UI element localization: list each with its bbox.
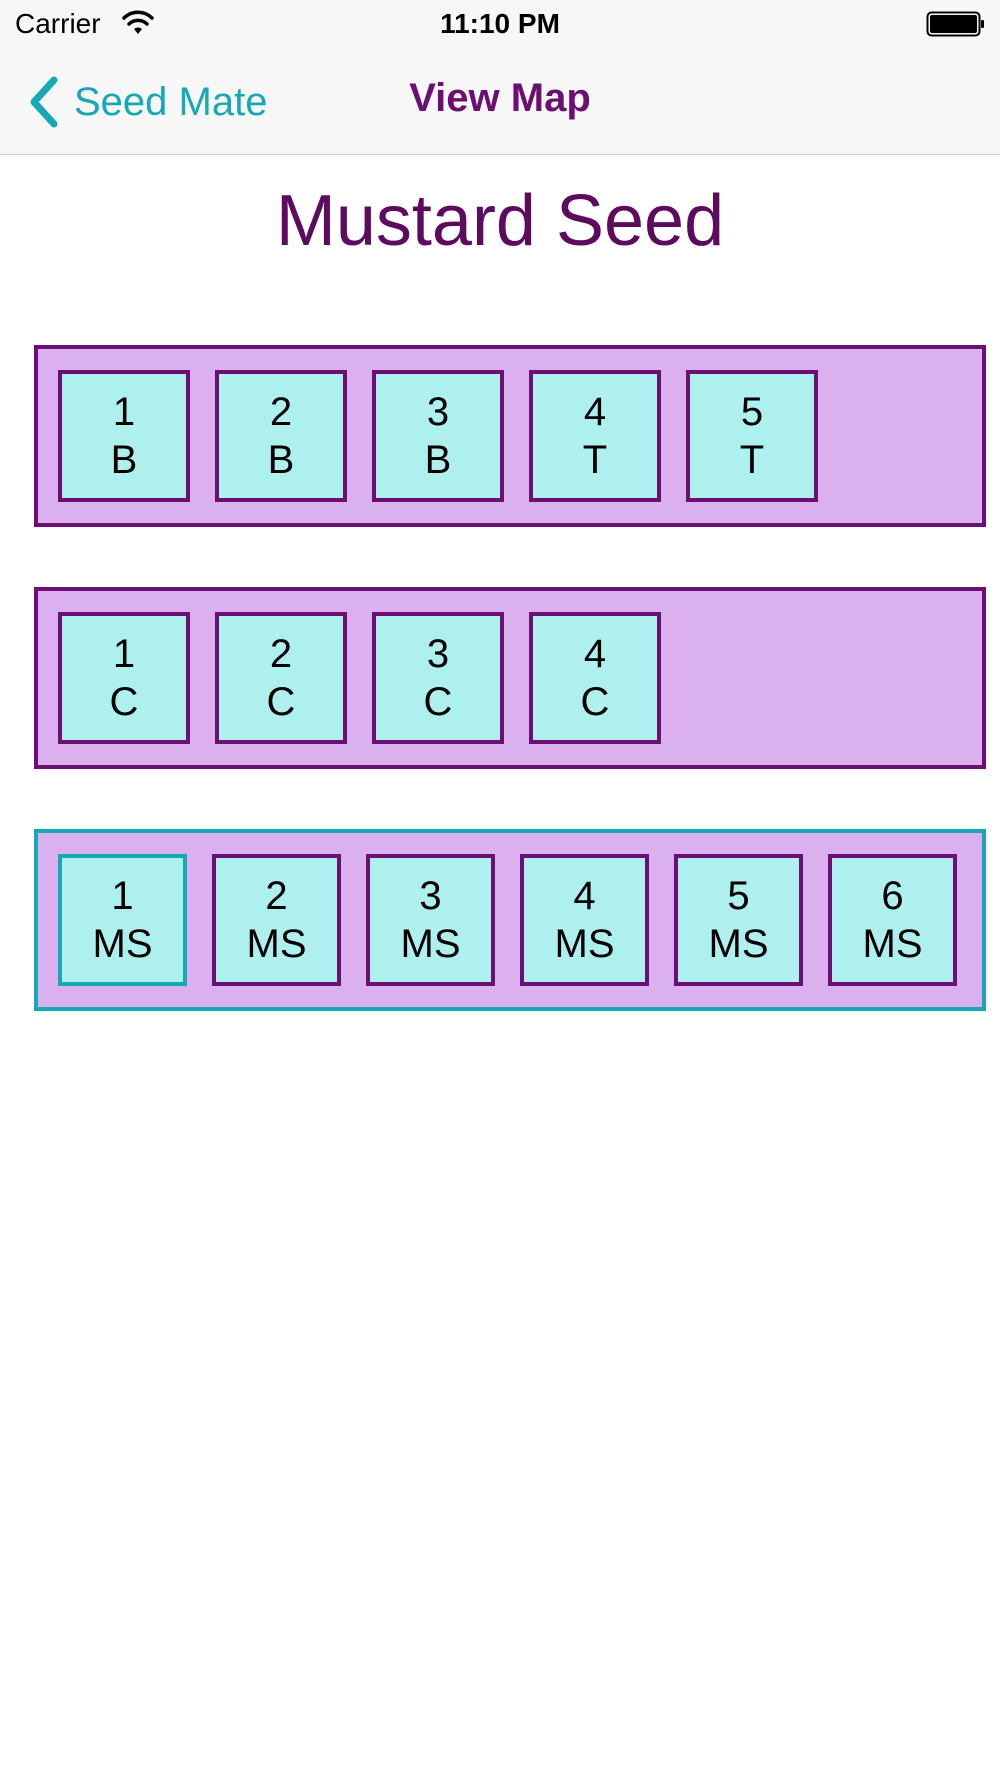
cell-number: 5 — [727, 874, 750, 918]
cell-number: 4 — [583, 390, 607, 434]
cell-code: T — [739, 438, 765, 482]
cell-code: T — [582, 438, 608, 482]
cell-code: B — [424, 438, 452, 482]
cell-code: MS — [400, 922, 461, 966]
battery-icon — [926, 11, 984, 37]
status-time: 11:10 PM — [440, 8, 560, 39]
cell-number: 1 — [111, 874, 134, 918]
navigation-bar: Seed Mate View Map — [0, 50, 1000, 155]
cell-code: C — [266, 680, 296, 724]
cell-number: 3 — [419, 874, 442, 918]
cell-number: 6 — [881, 874, 904, 918]
cell-code: B — [110, 438, 138, 482]
cell-code: MS — [554, 922, 615, 966]
cell-code: MS — [708, 922, 769, 966]
cell-code: MS — [92, 922, 153, 966]
cell-number: 2 — [269, 632, 293, 676]
cell-number: 4 — [573, 874, 596, 918]
cell-number: 3 — [426, 390, 450, 434]
wifi-icon — [122, 10, 154, 34]
cell-number: 5 — [740, 390, 764, 434]
cell-code: MS — [246, 922, 307, 966]
status-bar: Carrier 11:10 PM — [0, 0, 1000, 50]
back-button-label: Seed Mate — [74, 79, 268, 124]
cell-code: C — [423, 680, 453, 724]
cell-code: C — [109, 680, 139, 724]
cell-number: 2 — [269, 390, 293, 434]
chevron-left-icon — [30, 76, 58, 128]
cell-number: 1 — [112, 632, 136, 676]
cell-code: C — [580, 680, 610, 724]
back-button[interactable]: Seed Mate — [26, 76, 267, 128]
cell-code: MS — [862, 922, 923, 966]
nav-title: View Map — [409, 76, 591, 120]
cell-number: 1 — [112, 390, 136, 434]
cell-number: 2 — [265, 874, 288, 918]
cell-code: B — [267, 438, 295, 482]
carrier-label: Carrier — [15, 8, 101, 39]
page-title: Mustard Seed — [275, 181, 725, 261]
cell-number: 3 — [426, 632, 450, 676]
cell-number: 4 — [583, 632, 607, 676]
